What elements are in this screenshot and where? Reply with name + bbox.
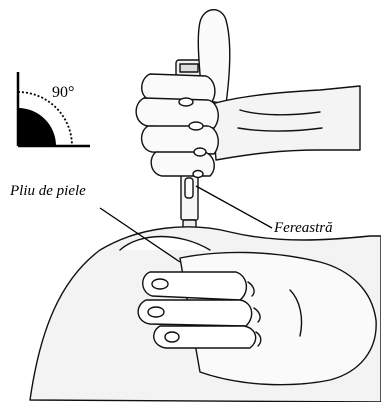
angle-label: 90° (52, 84, 74, 102)
window-label: Fereastră (274, 220, 333, 237)
skin-fold-hand-drawing (30, 227, 381, 402)
skin-fold-label: Pliu de piele (10, 183, 86, 200)
pen-hand-drawing (136, 10, 360, 238)
window-leader-line (196, 186, 272, 228)
